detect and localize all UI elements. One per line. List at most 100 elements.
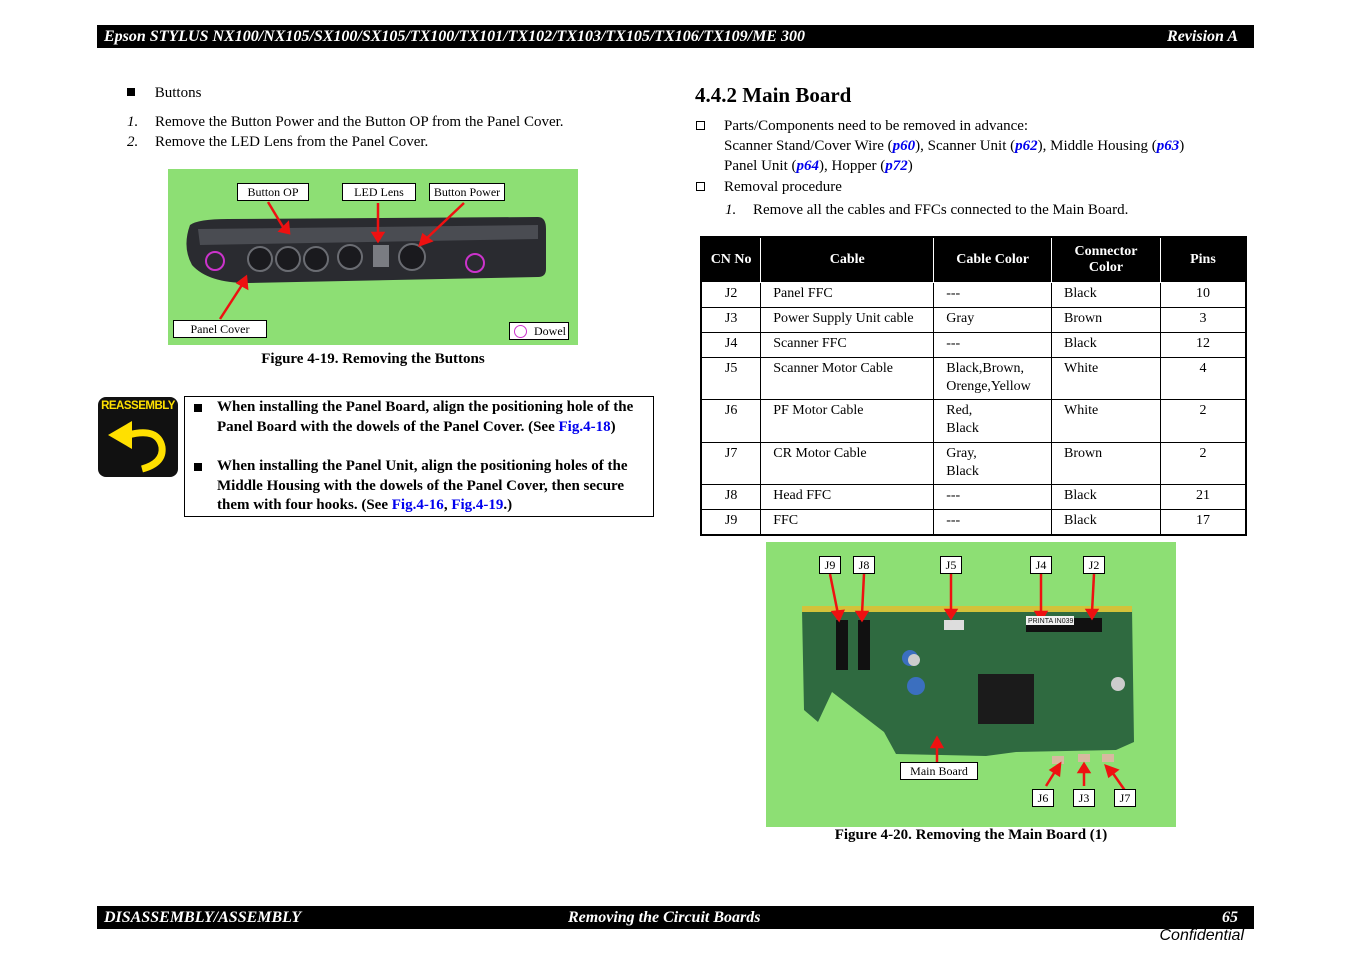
table-cell: --- <box>933 332 1053 358</box>
label-panel-cover: Panel Cover <box>173 320 267 338</box>
reassembly-icon-text: REASSEMBLY <box>101 400 175 412</box>
table-cell: Black <box>1051 332 1161 358</box>
link-p64[interactable]: p64 <box>796 158 820 174</box>
table-cell: J2 <box>700 282 762 308</box>
label-j7: J7 <box>1114 789 1136 807</box>
header-revision: Revision A <box>1167 28 1238 45</box>
reassembly-item-2: When installing the Panel Unit, align th… <box>192 457 648 516</box>
table-cell: --- <box>933 509 1053 535</box>
table-cell: Black <box>1051 484 1161 510</box>
table-cell: 2 <box>1159 399 1247 443</box>
reassembly-box: When installing the Panel Board, align t… <box>184 396 654 517</box>
table-cell: Power Supply Unit cable <box>760 307 935 333</box>
reassembly-text-end: .) <box>503 497 513 513</box>
prereq-text: ), Middle Housing ( <box>1037 138 1157 154</box>
figure-caption-4-20: Figure 4-20. Removing the Main Board (1) <box>834 827 1108 843</box>
header-pins: Pins <box>1159 236 1247 283</box>
table-cell: 17 <box>1159 509 1247 535</box>
square-bullet-icon <box>194 404 202 412</box>
prereq-text: Scanner Stand/Cover Wire ( <box>724 138 893 154</box>
dowel-text: Dowel <box>534 324 566 338</box>
table-cell: Scanner FFC <box>760 332 935 358</box>
figure-caption-4-19: Figure 4-19. Removing the Buttons <box>261 351 485 367</box>
link-fig-4-18[interactable]: Fig.4-18 <box>558 418 611 435</box>
link-fig-4-19[interactable]: Fig.4-19 <box>451 497 504 513</box>
table-cell: Red, Black <box>933 399 1053 443</box>
page-footer: DISASSEMBLY/ASSEMBLY Removing the Circui… <box>97 906 1254 929</box>
bullet-buttons: Buttons <box>127 83 201 103</box>
table-cell: Brown <box>1051 307 1161 333</box>
table-cell: J7 <box>700 442 762 485</box>
prereq-line-2: Panel Unit (p64), Hopper (p72) <box>724 156 913 176</box>
footer-page-number: 65 <box>1222 909 1238 926</box>
label-button-power: Button Power <box>429 183 505 201</box>
prereq-text: ), Scanner Unit ( <box>915 138 1016 154</box>
reassembly-icon: REASSEMBLY <box>98 397 178 477</box>
label-j9: J9 <box>819 556 841 574</box>
table-cell: PF Motor Cable <box>760 399 935 443</box>
step-text: Remove all the cables and FFCs connected… <box>753 202 1129 218</box>
label-main-board: Main Board <box>900 762 978 780</box>
table-cell: CR Motor Cable <box>760 442 935 485</box>
step-text: Remove the LED Lens from the Panel Cover… <box>155 134 429 150</box>
step-number: 1. <box>127 114 139 130</box>
reassembly-text: When installing the Panel Board, align t… <box>217 399 634 435</box>
step-1: 1. Remove the Button Power and the Butto… <box>127 112 564 132</box>
header-title: Epson STYLUS NX100/NX105/SX100/SX105/TX1… <box>104 28 805 45</box>
table-cell: J9 <box>700 509 762 535</box>
reassembly-sep: , <box>443 497 452 513</box>
table-cell: --- <box>933 282 1053 308</box>
panel-cover-illustration <box>186 201 546 320</box>
bullet-title: Buttons <box>154 85 202 101</box>
table-cell: --- <box>933 484 1053 510</box>
checkbox-square-icon <box>696 182 705 191</box>
checkbox-square-icon <box>696 121 705 130</box>
table-cell: Brown <box>1051 442 1161 485</box>
table-cell: Black <box>1051 509 1161 535</box>
link-p62[interactable]: p62 <box>1015 138 1038 154</box>
table-cell: White <box>1051 357 1161 400</box>
link-p72[interactable]: p72 <box>885 158 908 174</box>
label-led-lens: LED Lens <box>342 183 416 201</box>
link-p63[interactable]: p63 <box>1156 138 1180 154</box>
table-cell: Panel FFC <box>760 282 935 308</box>
prereq-text: ) <box>907 158 913 174</box>
table-cell: Head FFC <box>760 484 935 510</box>
connector-table: CN No Cable Cable Color Connector Color … <box>700 236 1247 536</box>
reassembly-text: When installing the Panel Unit, align th… <box>217 458 628 513</box>
table-cell: J6 <box>700 399 762 443</box>
label-dowel: Dowel <box>509 322 569 340</box>
table-cell: J5 <box>700 357 762 400</box>
table-cell: J8 <box>700 484 762 510</box>
panel-cover-photo: Button OP LED Lens Button Power Panel Co… <box>168 169 578 345</box>
step-number: 2. <box>127 134 139 150</box>
step-2: 2. Remove the LED Lens from the Panel Co… <box>127 132 428 152</box>
board-text: PRINTA IN039 <box>1028 618 1073 625</box>
table-cell: Gray <box>933 307 1053 333</box>
confidential-label: Confidential <box>1159 927 1245 944</box>
page-header: Epson STYLUS NX100/NX105/SX100/SX105/TX1… <box>97 25 1254 48</box>
table-cell: 3 <box>1159 307 1247 333</box>
label-j8: J8 <box>853 556 875 574</box>
prereq-label: Parts/Components need to be removed in a… <box>724 118 1029 134</box>
label-j3: J3 <box>1073 789 1095 807</box>
table-cell: 2 <box>1159 442 1247 485</box>
header-connector-color: Connector Color <box>1051 236 1161 283</box>
table-cell: 12 <box>1159 332 1247 358</box>
square-bullet-icon <box>127 88 135 96</box>
footer-section: DISASSEMBLY/ASSEMBLY <box>104 909 302 926</box>
label-j6: J6 <box>1032 789 1054 807</box>
main-board-illustration: PRINTA IN039 <box>802 573 1134 793</box>
link-p60[interactable]: p60 <box>892 138 916 154</box>
table-cell: 4 <box>1159 357 1247 400</box>
header-cable: Cable <box>760 236 935 283</box>
link-fig-4-16[interactable]: Fig.4-16 <box>391 497 444 513</box>
table-cell: Black,Brown, Orenge,Yellow <box>933 357 1053 400</box>
table-cell: 21 <box>1159 484 1247 510</box>
